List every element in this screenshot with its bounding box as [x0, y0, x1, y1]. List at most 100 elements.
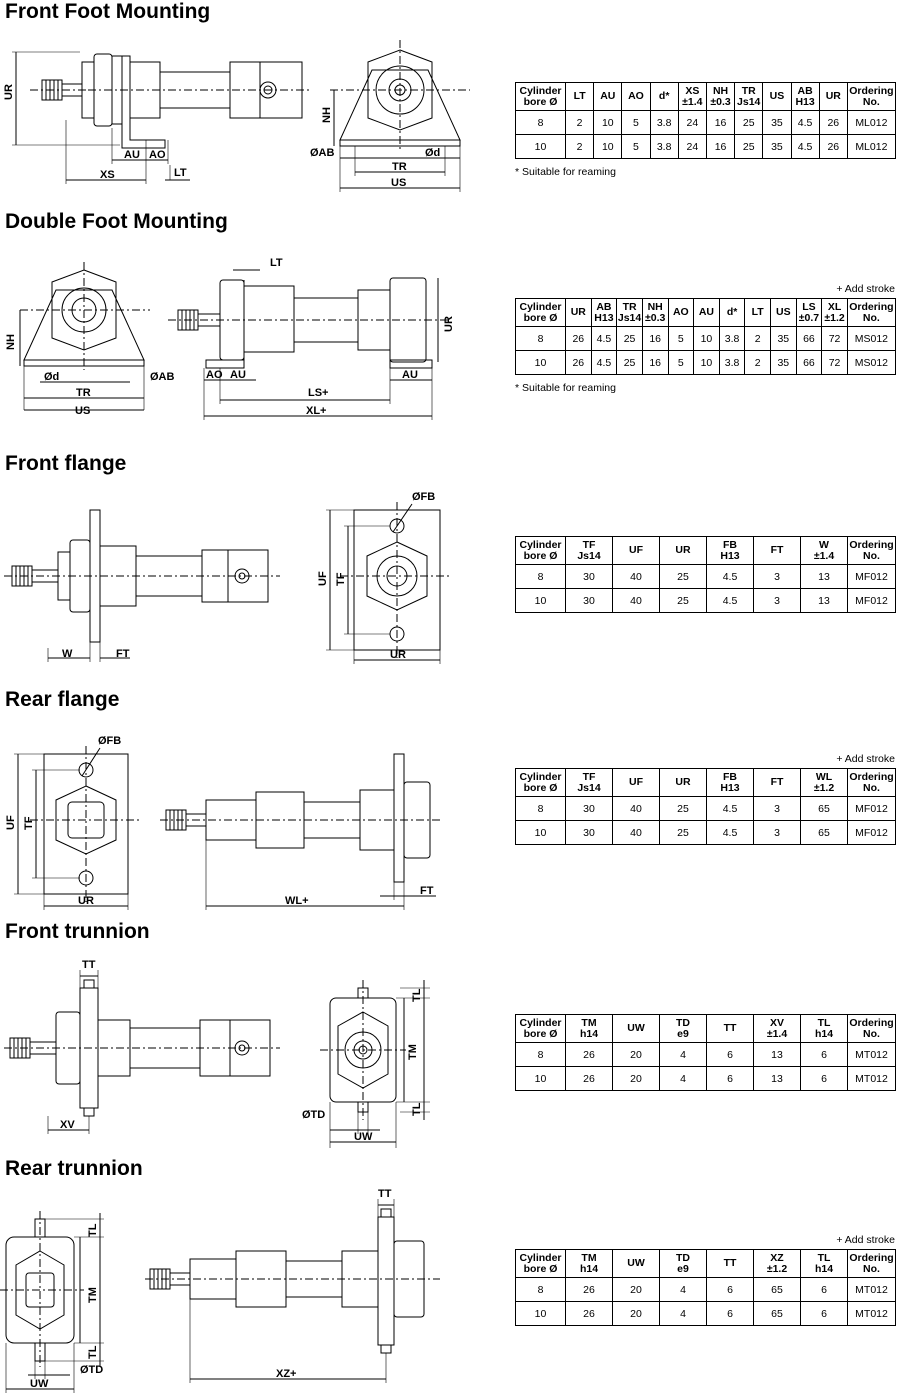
- table-cell: MF012: [847, 588, 896, 613]
- table-cell: 4: [659, 1301, 707, 1326]
- table-header-cell: LT: [744, 298, 771, 327]
- table-cell: 4.5: [706, 588, 754, 613]
- dim-us-label: US: [75, 405, 90, 417]
- dim-ab-label: ØAB: [310, 147, 335, 159]
- table-cell: 6: [800, 1301, 848, 1326]
- table-cell: 66: [795, 350, 823, 375]
- dim-tl-label: TL: [87, 1223, 99, 1237]
- table-cell: MS012: [846, 326, 896, 351]
- table-cell: 13: [800, 564, 848, 589]
- dim-ur-label: UR: [390, 649, 406, 661]
- table-cell: 3.8: [718, 350, 746, 375]
- table-cell: 65: [753, 1277, 801, 1302]
- dim-wl-label: WL+: [285, 895, 309, 907]
- section-title: Front Foot Mounting: [5, 0, 211, 23]
- table-cell: 4: [659, 1277, 707, 1302]
- add-stroke-note: + Add stroke: [836, 1234, 895, 1246]
- table-header-cell: FT: [753, 768, 801, 797]
- table-cell: 25: [616, 350, 643, 375]
- table-cell: 2: [564, 134, 595, 159]
- table-header-cell: UF: [612, 768, 660, 797]
- table-cell: 35: [770, 350, 797, 375]
- table-cell: 8: [515, 326, 566, 351]
- dim-tf-label: TF: [335, 572, 347, 586]
- table-header-cell: AO: [621, 82, 651, 111]
- table-cell: 65: [800, 820, 848, 845]
- table-cell: 65: [753, 1301, 801, 1326]
- table-cell: 10: [593, 110, 623, 135]
- dim-d-label: Ød: [44, 371, 59, 383]
- table-header-cell: AU: [693, 298, 720, 327]
- table-header-cell: XV±1.4: [753, 1014, 801, 1043]
- table-cell: 10: [515, 820, 566, 845]
- rear-trunnion-drawing: TL TM TL ØTD UW TT XZ+: [0, 1188, 440, 1393]
- dim-nh-label: NH: [5, 334, 17, 350]
- table-header-cell: UW: [612, 1249, 660, 1278]
- table-header-cell: US: [770, 298, 797, 327]
- section-front-trunnion: Front trunnion: [0, 920, 900, 1148]
- table-cell: 16: [641, 326, 669, 351]
- table-cell: 3.8: [649, 134, 679, 159]
- table-cell: 26: [818, 134, 848, 159]
- table-cell: 6: [706, 1066, 754, 1091]
- table-header-cell: AU: [593, 82, 623, 111]
- table-cell: 2: [744, 350, 771, 375]
- dim-ft-label: FT: [116, 648, 130, 660]
- table-header-cell: LT: [564, 82, 595, 111]
- table-cell: 5: [621, 134, 651, 159]
- table-cell: 8: [515, 564, 566, 589]
- reaming-note: * Suitable for reaming: [515, 166, 616, 178]
- table-cell: 6: [800, 1066, 848, 1091]
- table-header-cell: WL±1.2: [800, 768, 848, 797]
- table-cell: 35: [770, 326, 797, 351]
- dim-xv-label: XV: [60, 1119, 75, 1131]
- dim-ao-label: AO: [206, 369, 223, 381]
- table-header-cell: UR: [565, 298, 592, 327]
- table-cell: 13: [800, 588, 848, 613]
- table-cell: 66: [795, 326, 823, 351]
- dim-tf-label: TF: [23, 816, 35, 830]
- table-cell: MT012: [847, 1042, 896, 1067]
- rear-flange-drawing: ØFB UF TF UR WL+ FT: [5, 735, 440, 910]
- table-header-cell: XL±1.2: [821, 298, 848, 327]
- table-cell: 20: [612, 1042, 660, 1067]
- table-cell: 6: [800, 1277, 848, 1302]
- front-trunnion-drawing: TT XV TL TM TL ØTD UW: [4, 959, 430, 1148]
- foot-bracket: [121, 55, 166, 149]
- table-cell: MT012: [847, 1301, 896, 1326]
- table-cell: 5: [621, 110, 651, 135]
- table-cell: 20: [612, 1277, 660, 1302]
- dim-w-label: W: [62, 648, 73, 660]
- table-cell: 13: [753, 1042, 801, 1067]
- table-cell: 30: [565, 820, 613, 845]
- dim-fb-label: ØFB: [98, 735, 121, 747]
- table-cell: 4.5: [590, 326, 618, 351]
- table-cell: 65: [800, 796, 848, 821]
